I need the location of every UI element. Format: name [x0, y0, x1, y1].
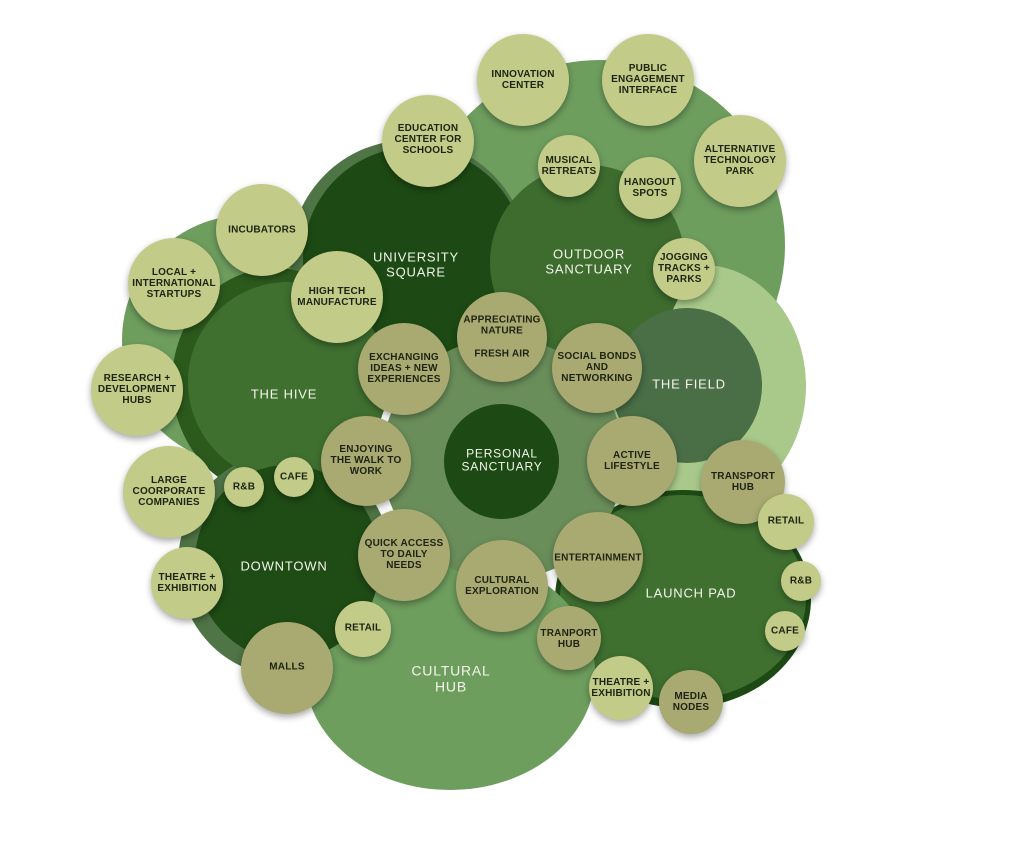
label-innovation-center: INNOVATION CENTER	[491, 68, 555, 91]
label-university-square: UNIVERSITY SQUARE	[372, 249, 460, 279]
label-active-lifestyle: ACTIVE LIFESTYLE	[604, 449, 660, 472]
bubble-cultural-exploration	[456, 540, 548, 632]
label-education-center: EDUCATION CENTER FOR SCHOOLS	[394, 123, 462, 157]
label-personal-sanctuary: PERSONAL SANCTUARY	[461, 446, 543, 474]
bubble-tranport-hub-bottom	[537, 606, 601, 670]
bubble-research-hubs	[91, 344, 183, 436]
bubble-malls	[241, 622, 333, 714]
bubble-rb-downtown	[224, 467, 264, 507]
bubble-retail-downtown	[335, 601, 391, 657]
bubble-musical-retreats	[538, 135, 600, 197]
label-high-tech: HIGH TECH MANUFACTURE	[297, 285, 377, 308]
bubble-public-engagement	[602, 34, 694, 126]
label-rb-right: R&B	[789, 575, 813, 587]
label-launch-pad: LAUNCH PAD	[645, 585, 737, 601]
label-musical-retreats: MUSICAL RETREATS	[541, 154, 597, 177]
bubble-quick-access	[358, 509, 450, 601]
bubble-theatre-bottom	[589, 656, 653, 720]
bubble-incubators	[216, 184, 308, 276]
bubble-appreciating-nature	[457, 292, 547, 382]
label-hangout-spots: HANGOUT SPOTS	[624, 176, 676, 199]
bubble-alternative-tech-park	[694, 115, 786, 207]
bubble-cafe-downtown	[274, 457, 314, 497]
bubble-retail-right	[758, 494, 814, 550]
label-local-startups: LOCAL + INTERNATIONAL STARTUPS	[132, 267, 216, 301]
label-theatre-bottom: THEATRE + EXHIBITION	[591, 676, 651, 699]
label-research-hubs: RESEARCH + DEVELOPMENT HUBS	[97, 373, 177, 407]
bubble-high-tech	[291, 251, 383, 343]
bubble-rb-right	[781, 561, 821, 601]
label-malls: MALLS	[269, 661, 305, 673]
label-retail-right: RETAIL	[767, 515, 805, 527]
label-exchanging-ideas: EXCHANGING IDEAS + NEW EXPERIENCES	[367, 352, 441, 386]
bubble-exchanging-ideas	[358, 323, 450, 415]
bubble-innovation-center	[477, 34, 569, 126]
label-the-field: THE FIELD	[652, 376, 726, 392]
bubble-active-lifestyle	[587, 416, 677, 506]
label-entertainment: ENTERTAINMENT	[554, 552, 642, 564]
label-appreciating-nature: APPRECIATING NATURE FRESH AIR	[463, 314, 541, 360]
bubble-hangout-spots	[619, 157, 681, 219]
bubble-media-nodes	[659, 670, 723, 734]
bubble-jogging-tracks	[653, 238, 715, 300]
label-the-hive: THE HIVE	[250, 386, 318, 402]
bubble-large-companies	[123, 446, 215, 538]
label-tranport-hub-bottom: TRANPORT HUB	[540, 627, 598, 650]
label-cafe-right: CAFE	[770, 625, 800, 637]
label-transport-hub-right: TRANSPORT HUB	[710, 470, 776, 493]
bubble-cafe-right	[765, 611, 805, 651]
label-cafe-downtown: CAFE	[279, 471, 309, 483]
bubble-entertainment	[553, 512, 643, 602]
label-large-companies: LARGE COORPORATE COMPANIES	[132, 475, 206, 509]
bubble-enjoying-walk	[321, 416, 411, 506]
label-social-bonds: SOCIAL BONDS AND NETWORKING	[557, 351, 637, 385]
label-cultural-hub: CULTURAL HUB	[411, 662, 491, 694]
bubble-theatre-left	[151, 547, 223, 619]
label-retail-downtown: RETAIL	[344, 622, 382, 634]
label-alternative-tech-park: ALTERNATIVE TECHNOLOGY PARK	[703, 144, 777, 178]
bubble-local-startups	[128, 238, 220, 330]
label-cultural-exploration: CULTURAL EXPLORATION	[465, 574, 539, 597]
label-downtown: DOWNTOWN	[240, 558, 328, 574]
label-rb-downtown: R&B	[232, 481, 256, 493]
label-jogging-tracks: JOGGING TRACKS + PARKS	[658, 252, 710, 286]
bubble-education-center	[382, 95, 474, 187]
label-incubators: INCUBATORS	[228, 224, 296, 236]
zone-personal-sanctuary	[444, 404, 559, 519]
label-quick-access: QUICK ACCESS TO DAILY NEEDS	[364, 538, 444, 572]
label-outdoor-sanctuary: OUTDOOR SANCTUARY	[545, 246, 633, 276]
label-enjoying-walk: ENJOYING THE WALK TO WORK	[330, 444, 402, 478]
label-public-engagement: PUBLIC ENGAGEMENT INTERFACE	[611, 63, 685, 97]
bubble-social-bonds	[552, 323, 642, 413]
label-theatre-left: THEATRE + EXHIBITION	[157, 571, 217, 594]
label-media-nodes: MEDIA NODES	[672, 690, 710, 713]
